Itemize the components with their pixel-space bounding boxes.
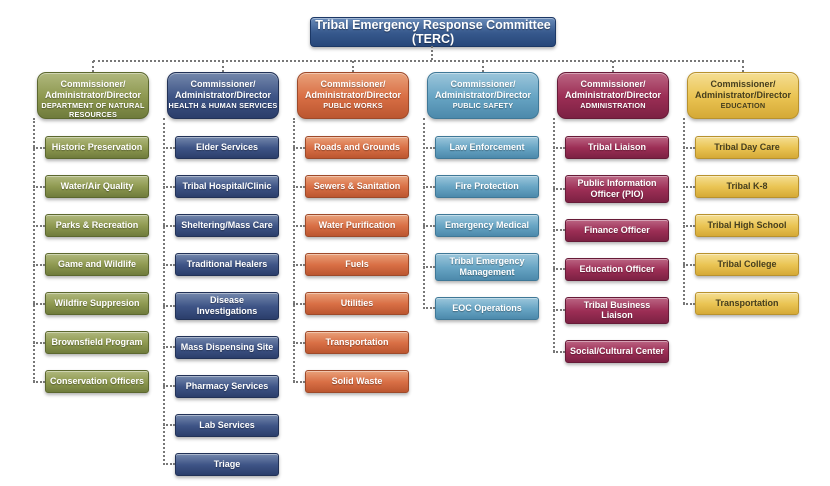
- org-node: Tribal Emergency Management: [423, 253, 539, 281]
- org-node: Parks & Recreation: [33, 214, 149, 237]
- org-node: Tribal High School: [683, 214, 799, 237]
- connector-header-stub: [612, 61, 614, 72]
- header-department-label: EDUCATION: [720, 101, 766, 111]
- connector-title-stub: [431, 46, 433, 60]
- org-node: Tribal K-8: [683, 175, 799, 198]
- header-department-label: PUBLIC WORKS: [323, 101, 383, 111]
- org-node: Sewers & Sanitation: [293, 175, 409, 198]
- org-node: Disease Investigations: [163, 292, 279, 320]
- org-node: Historic Preservation: [33, 136, 149, 159]
- header-department-label: HEALTH & HUMAN SERVICES: [168, 101, 278, 111]
- org-node: Law Enforcement: [423, 136, 539, 159]
- org-node: Fuels: [293, 253, 409, 276]
- org-node: Tribal College: [683, 253, 799, 276]
- org-node: Tribal Day Care: [683, 136, 799, 159]
- header-department-label: PUBLIC SAFETY: [452, 101, 514, 111]
- connector-header-stub: [482, 61, 484, 72]
- org-node: Tribal Hospital/Clinic: [163, 175, 279, 198]
- org-node: Transportation: [683, 292, 799, 315]
- terc-title: Tribal Emergency Response Committee (TER…: [310, 17, 556, 47]
- org-node: Elder Services: [163, 136, 279, 159]
- connector-header-stub: [742, 61, 744, 72]
- org-node: Game and Wildlife: [33, 253, 149, 276]
- connector-header-stub: [92, 61, 94, 72]
- header-department-label: DEPARTMENT OF NATURAL RESOURCES: [41, 101, 145, 119]
- org-node: Fire Protection: [423, 175, 539, 198]
- connector-horizontal-line: [93, 60, 744, 62]
- org-node: Tribal Business Liaison: [553, 296, 669, 325]
- org-node: Mass Dispensing Site: [163, 335, 279, 359]
- header-role: Commissioner/Administrator/Director: [694, 79, 792, 100]
- org-node: Solid Waste: [293, 370, 409, 393]
- org-node: Roads and Grounds: [293, 136, 409, 159]
- header-role: Commissioner/Administrator/Director: [44, 79, 142, 100]
- connector-header-stub: [222, 61, 224, 72]
- org-node: Wildfire Suppresion: [33, 292, 149, 315]
- org-node: Social/Cultural Center: [553, 340, 669, 364]
- org-node: Lab Services: [163, 413, 279, 437]
- org-node: EOC Operations: [423, 296, 539, 320]
- org-node: Pharmacy Services: [163, 374, 279, 398]
- header-role: Commissioner/Administrator/Director: [564, 79, 662, 100]
- org-node: Conservation Officers: [33, 370, 149, 393]
- header-department-label: ADMINISTRATION: [580, 101, 646, 111]
- org-node: Brownsfield Program: [33, 331, 149, 354]
- org-node: Water/Air Quality: [33, 175, 149, 198]
- org-node: Education Officer: [553, 257, 669, 281]
- org-node: Public Information Officer (PIO): [553, 175, 669, 203]
- header-role: Commissioner/Administrator/Director: [174, 79, 272, 100]
- org-node: Tribal Liaison: [553, 136, 669, 159]
- org-node: Emergency Medical: [423, 214, 539, 237]
- org-node: Water Purification: [293, 214, 409, 237]
- header-role: Commissioner/Administrator/Director: [434, 79, 532, 100]
- org-node: Utilities: [293, 292, 409, 315]
- header-role: Commissioner/Administrator/Director: [304, 79, 402, 100]
- org-node: Transportation: [293, 331, 409, 354]
- org-node: Triage: [163, 452, 279, 476]
- connector-header-stub: [352, 61, 354, 72]
- org-node: Traditional Healers: [163, 253, 279, 276]
- org-node: Sheltering/Mass Care: [163, 214, 279, 237]
- org-node: Finance Officer: [553, 218, 669, 242]
